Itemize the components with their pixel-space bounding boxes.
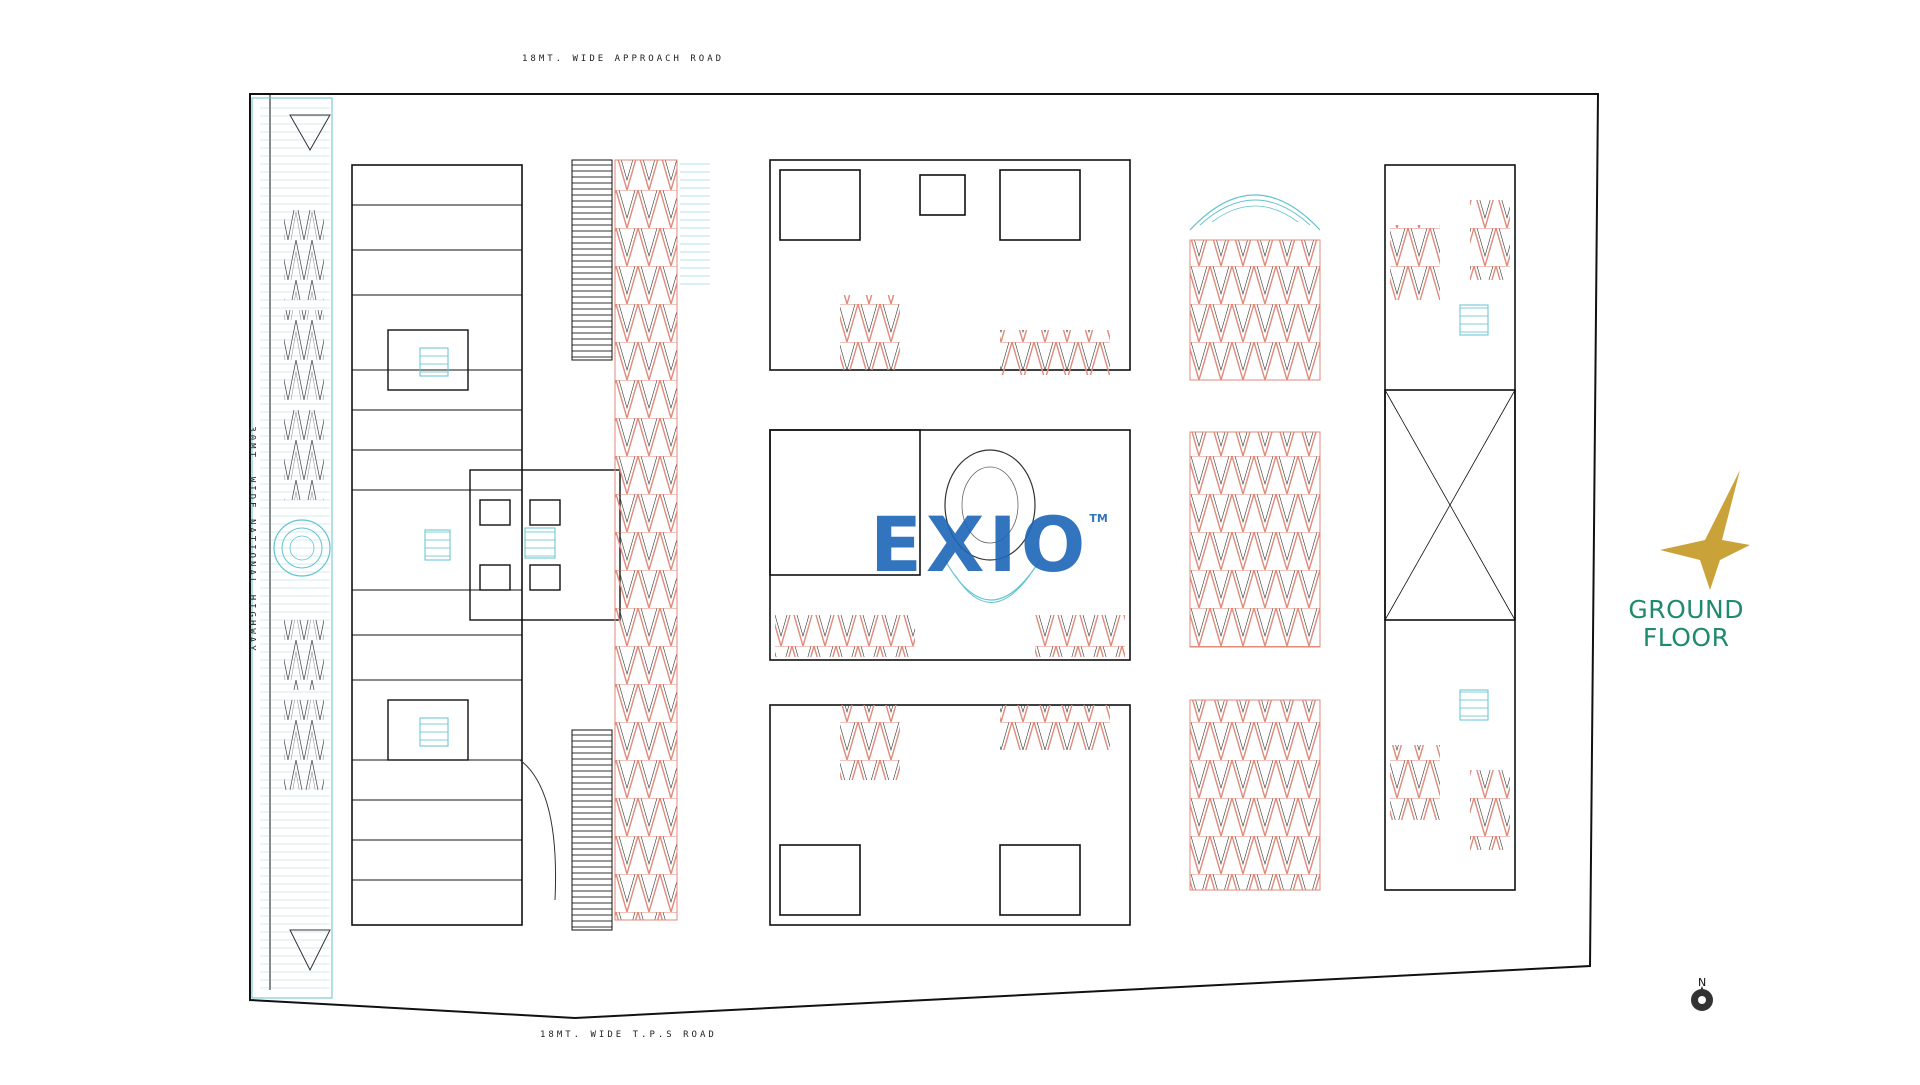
- plan-title-line1: GROUND: [1628, 595, 1744, 624]
- landscape-fan: [1189, 194, 1321, 231]
- south-cluster: [769, 704, 1131, 926]
- entrance-roundel: [273, 519, 331, 577]
- north-ramp: [571, 159, 613, 361]
- watermark-tm: TM: [1089, 512, 1108, 525]
- highway-frontage: [251, 97, 333, 999]
- four-point-star-icon: [1660, 470, 1750, 590]
- south-ramp: [571, 729, 613, 931]
- central-atrium: [769, 429, 1131, 661]
- north-label: N: [1698, 976, 1707, 989]
- parking-block-se: [1189, 699, 1321, 891]
- left-core: [387, 329, 621, 761]
- plan-title-line2: FLOOR: [1642, 623, 1730, 652]
- road-label-left: 30MT. WIDE NATIONAL HIGHWAY: [246, 426, 257, 654]
- parking-col-west: [614, 159, 678, 921]
- north-arrow-icon: [1691, 986, 1713, 1011]
- north-cluster: [769, 159, 1131, 371]
- watermark-text: EXIO: [870, 500, 1090, 589]
- road-label-bottom: 18MT. WIDE T.P.S ROAD: [540, 1030, 717, 1040]
- parking-block-ne: [1189, 239, 1321, 381]
- left-shop-strip: [351, 164, 523, 926]
- brand-watermark: EXIOTM: [870, 500, 1108, 589]
- plan-title: GROUND FLOOR: [1628, 596, 1744, 652]
- atrium-void: [944, 449, 1036, 561]
- parking-block-e: [1189, 431, 1321, 648]
- site-boundary: [249, 93, 1600, 1020]
- road-label-top: 18MT. WIDE APPROACH ROAD: [522, 54, 725, 64]
- east-wing: [1384, 164, 1516, 891]
